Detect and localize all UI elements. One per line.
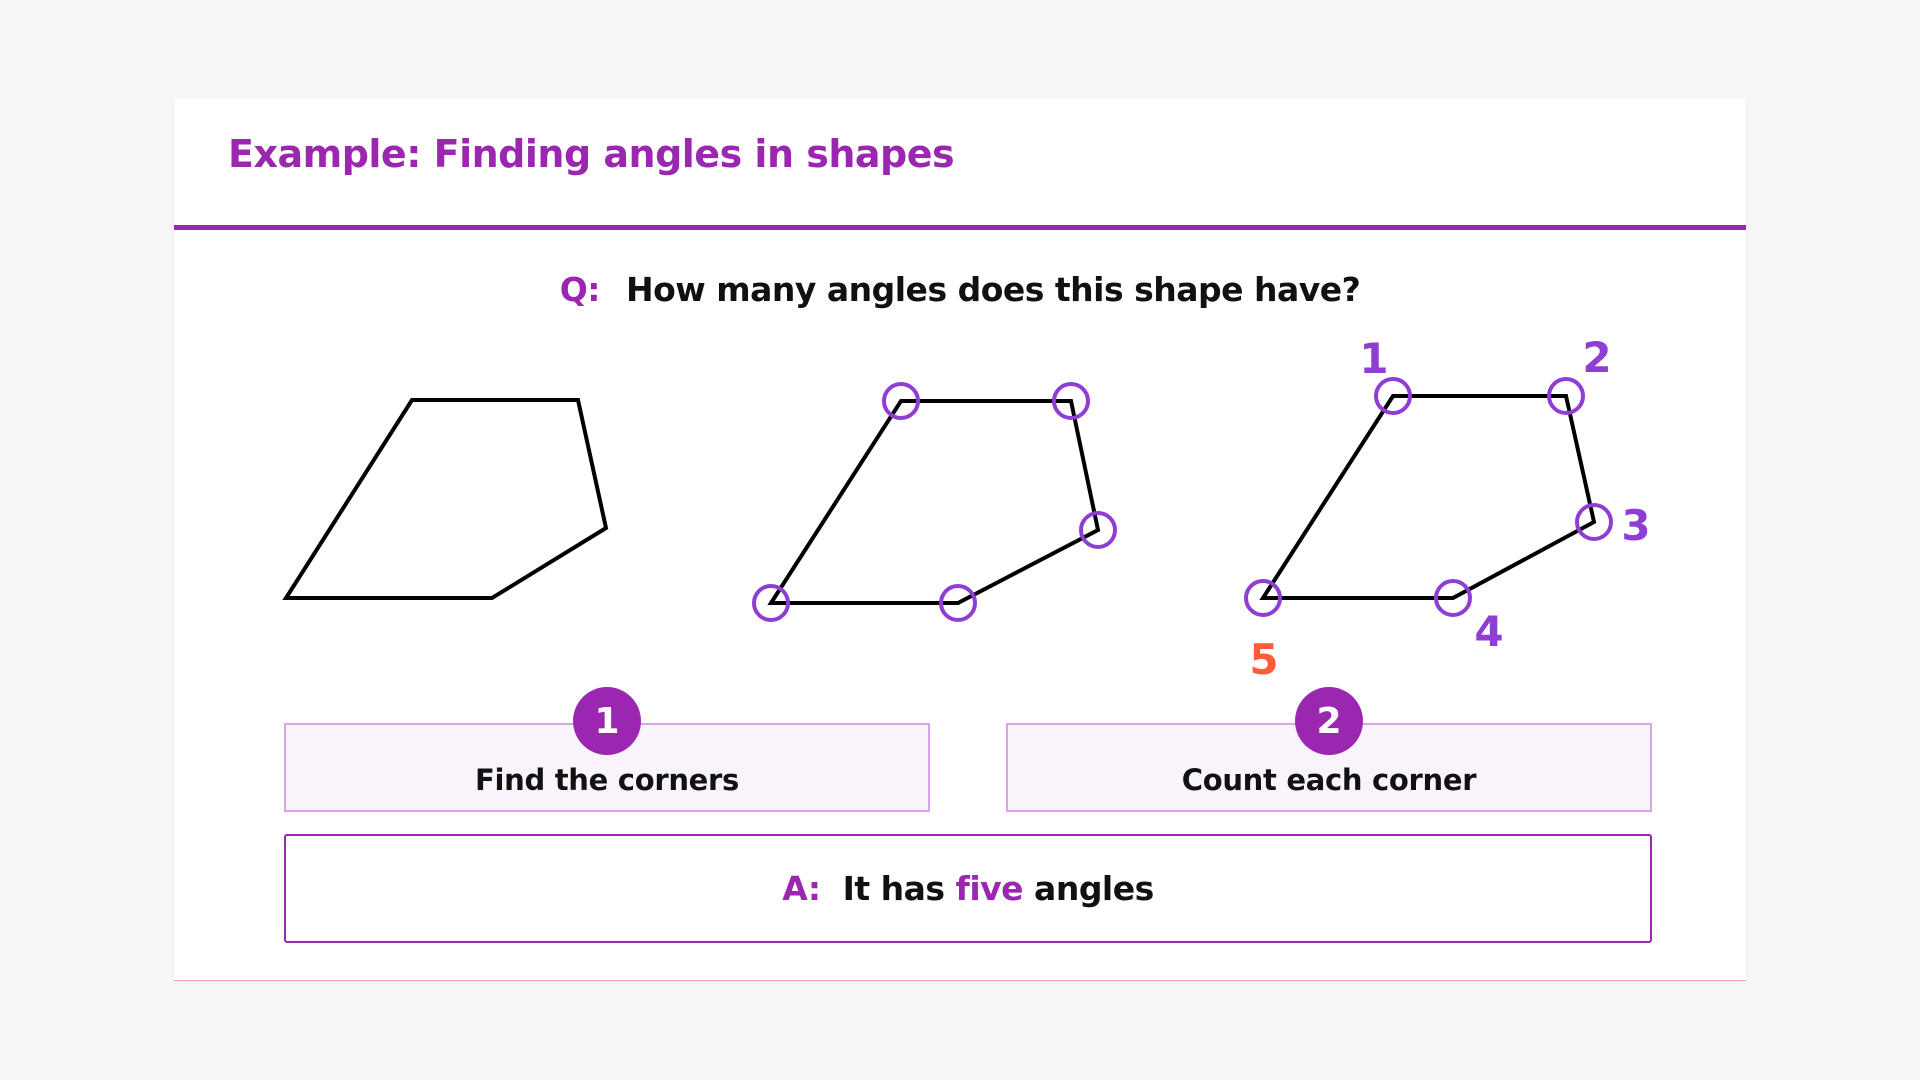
corner-marker: [882, 382, 920, 420]
corner-marker: [1547, 377, 1585, 415]
slide-title: Example: Finding angles in shapes: [228, 132, 955, 176]
step-count-corners: 2 Count each corner: [1006, 687, 1652, 812]
question-prefix: Q:: [559, 270, 601, 309]
corner-marker: [1052, 382, 1090, 420]
corner-marker: [1079, 511, 1117, 549]
corner-marker: [1434, 579, 1472, 617]
step-find-corners: 1 Find the corners: [284, 687, 930, 812]
pentagon-corners-numbered: 1 2 3 4 5: [1244, 333, 1651, 684]
answer-highlight: five: [955, 869, 1024, 908]
corner-number-3: 3: [1621, 501, 1650, 550]
corner-number-1: 1: [1359, 334, 1388, 383]
answer-box: A: It has five angles: [284, 834, 1652, 943]
answer-prefix: A:: [782, 869, 821, 908]
step-label: Find the corners: [474, 763, 740, 797]
shapes-diagram: 1 2 3 4 5: [282, 333, 1651, 684]
title-divider: [174, 225, 1746, 230]
step-badge-2: 2: [1295, 687, 1363, 755]
corner-number-5: 5: [1249, 635, 1278, 684]
step-badge-1: 1: [573, 687, 641, 755]
answer-text-before: It has: [842, 869, 956, 908]
answer-text-after: angles: [1023, 869, 1154, 908]
question-text: How many angles does this shape have?: [625, 270, 1361, 309]
slide-card: Example: Finding angles in shapes Q: How …: [174, 98, 1746, 981]
corner-marker: [1575, 503, 1613, 541]
corner-marker: [752, 584, 790, 622]
corner-number-2: 2: [1582, 333, 1611, 382]
corner-marker: [1374, 377, 1412, 415]
corner-marker: [939, 584, 977, 622]
step-label: Count each corner: [1181, 763, 1477, 797]
slide-bottom-border: [174, 980, 1746, 981]
corner-number-4: 4: [1474, 607, 1503, 656]
pentagon-plain: [282, 398, 609, 600]
corner-marker: [1244, 579, 1282, 617]
question: Q: How many angles does this shape have?: [174, 270, 1746, 309]
pentagon-corners-marked: [752, 382, 1117, 622]
